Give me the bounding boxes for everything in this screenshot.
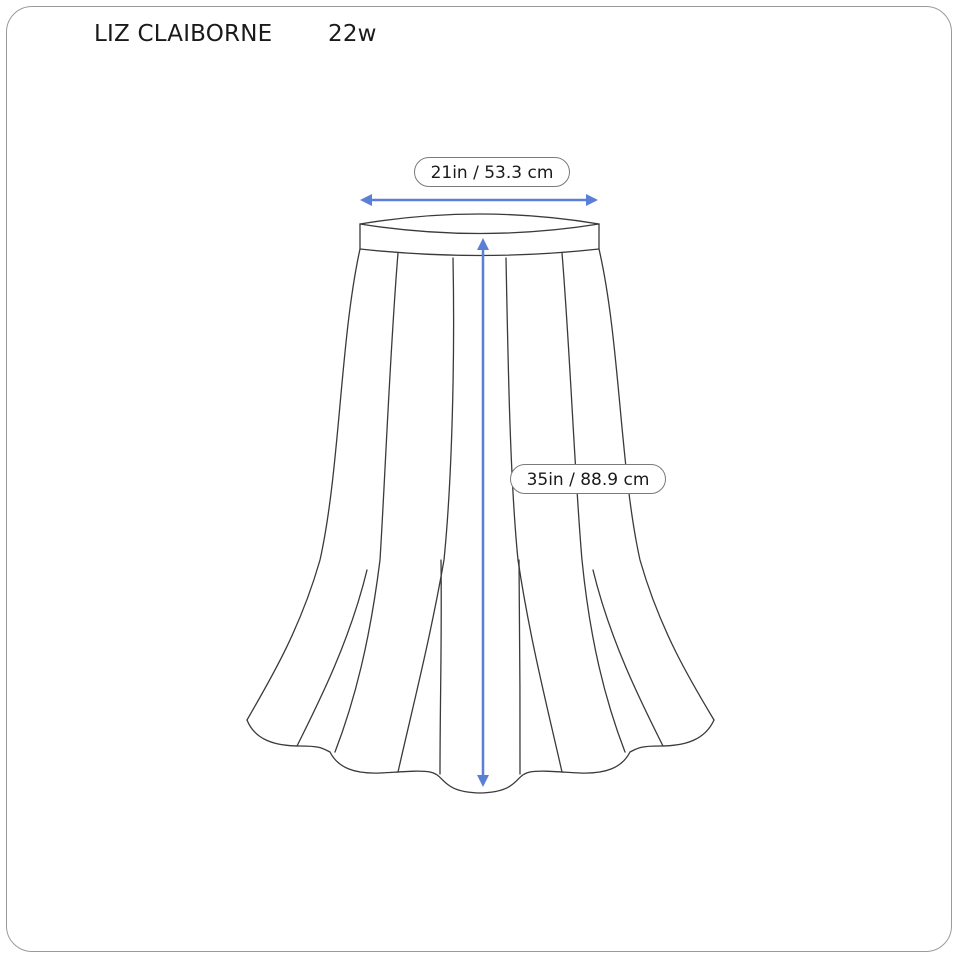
size-label: 22w bbox=[328, 21, 377, 47]
width-arrow bbox=[360, 194, 598, 206]
brand-name: LIZ CLAIBORNE bbox=[94, 21, 273, 47]
waist-width-label: 21in / 53.3 cm bbox=[414, 157, 570, 187]
skirt-outline bbox=[246, 213, 715, 794]
length-arrow bbox=[477, 238, 489, 787]
length-label: 35in / 88.9 cm bbox=[510, 464, 666, 494]
